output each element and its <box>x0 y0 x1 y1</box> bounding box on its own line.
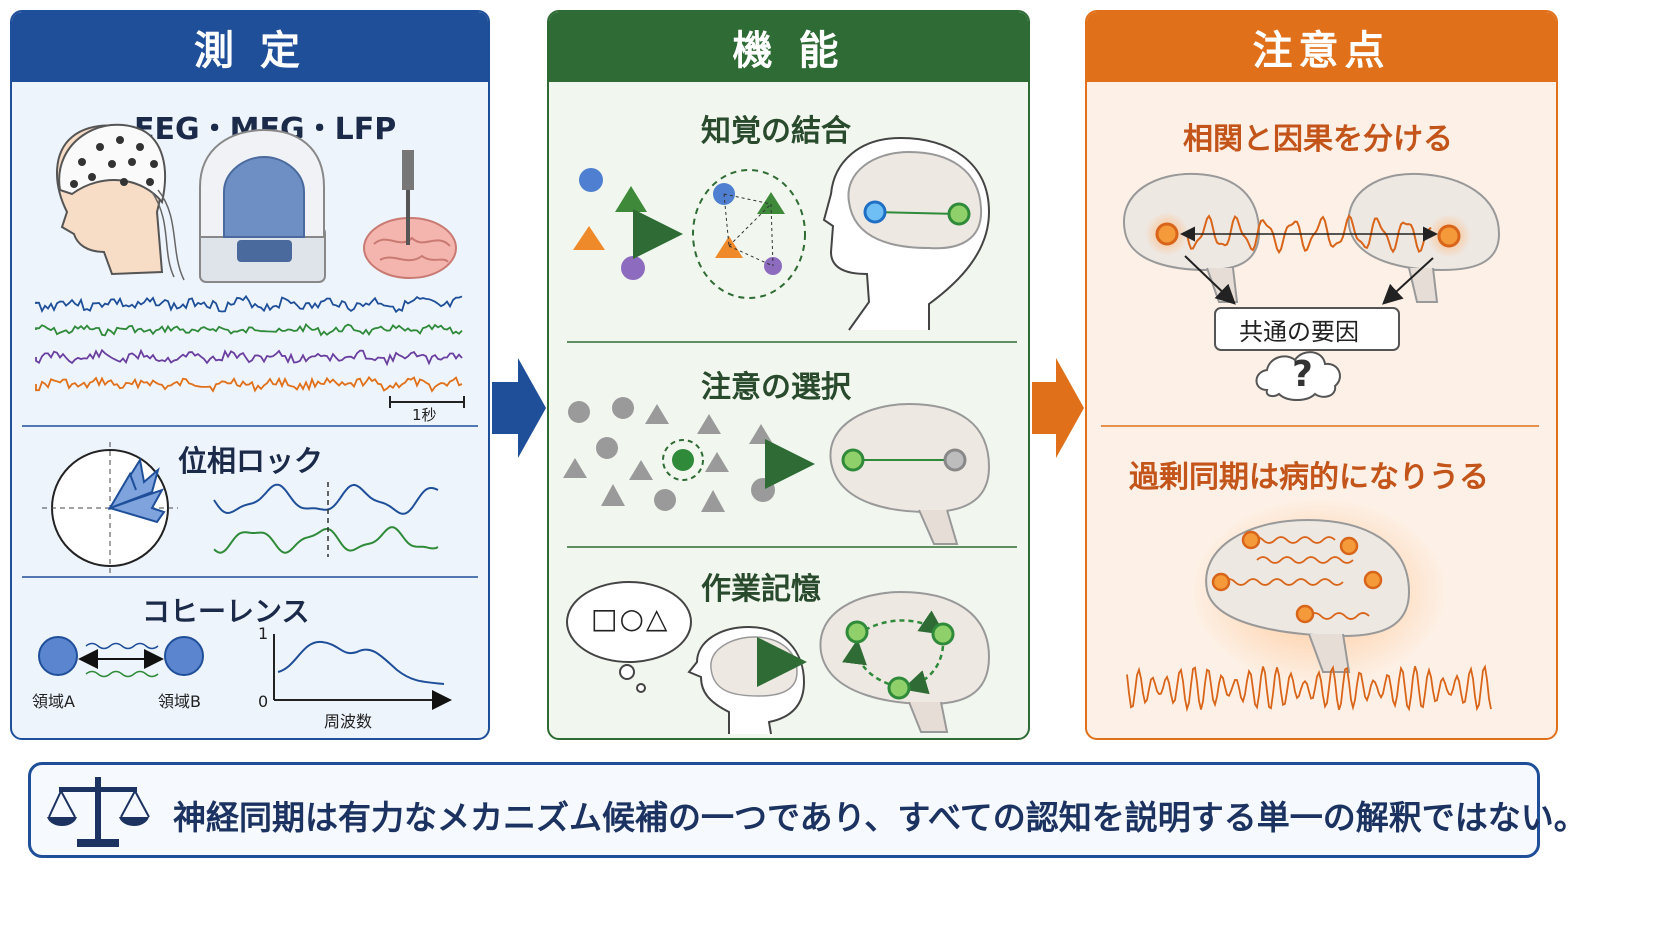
coherence-label: コヒーレンス <box>142 595 310 628</box>
thought-shapes-label: □○△ <box>591 602 670 635</box>
conclusion-banner: 神経同期は有力なメカニズム候補の一つであり、すべての認知を説明する単一の解釈では… <box>28 762 1587 858</box>
arrow-right-icon <box>1032 358 1084 458</box>
time-scale-label: 1秒 <box>412 406 437 424</box>
function-title: 機 能 <box>549 12 1028 82</box>
eeg-trace-orange <box>35 375 463 393</box>
meg-scanner-icon <box>199 128 326 283</box>
common-factor-box <box>1214 307 1400 351</box>
phase-wave-green <box>213 526 439 554</box>
frequency-axis-label: 周波数 <box>324 712 373 731</box>
measurement-illustrations <box>22 123 478 710</box>
axis-zero-label: 0 <box>258 692 269 711</box>
eeg-traces <box>35 294 463 393</box>
function-illustrations <box>563 136 1017 735</box>
region-b-node <box>164 636 204 676</box>
eeg-trace-green <box>35 322 463 337</box>
seizure-wave <box>1126 664 1492 713</box>
head-brain-icon <box>822 136 991 331</box>
hypersync-label: 過剰同期は病的になりうる <box>1129 460 1489 495</box>
region-a-label: 領域A <box>32 692 75 711</box>
perceptual-binding-label: 知覚の結合 <box>701 114 851 149</box>
measurement-title: 測 定 <box>12 12 488 82</box>
phase-lock-label: 位相ロック <box>178 444 324 478</box>
lfp-probe-brain-icon <box>363 150 457 279</box>
question-mark: ? <box>1292 354 1313 395</box>
working-memory-label: 作業記憶 <box>701 572 821 607</box>
brain-memory-loop-icon <box>819 590 991 733</box>
caveats-panel: 注意点 相関と因果を分ける <box>1085 10 1558 740</box>
arrow-right-icon <box>492 358 546 458</box>
attention-selection-label: 注意の選択 <box>701 370 851 405</box>
coherence-curve <box>277 640 445 685</box>
question-cloud-icon <box>1255 351 1341 401</box>
brain-attention-icon <box>829 402 991 545</box>
caveats-title: 注意点 <box>1087 12 1556 82</box>
eeg-cap-head-icon <box>56 123 185 281</box>
measurement-panel: 測 定 EEG・MEG・LFP <box>10 10 490 740</box>
correlation-causation-label: 相関と因果を分ける <box>1183 122 1453 157</box>
region-a-node <box>38 636 78 676</box>
eeg-trace-purple <box>35 348 463 367</box>
thought-bubble-icon <box>566 581 692 693</box>
phase-wave-blue <box>213 483 439 515</box>
correlated-wave <box>1186 214 1432 255</box>
phase-polar-plot <box>42 442 178 574</box>
function-panel: 機 能 知覚の結合 注意の選択 作業記憶 <box>547 10 1030 740</box>
balance-scale-icon <box>47 777 150 847</box>
eeg-trace-blue <box>35 294 463 314</box>
conclusion-text: 神経同期は有力なメカニズム候補の一つであり、すべての認知を説明する単一の解釈では… <box>173 798 1587 837</box>
region-b-label: 領域B <box>158 692 201 711</box>
common-factor-label: 共通の要因 <box>1239 318 1359 346</box>
axis-one-label: 1 <box>258 624 269 643</box>
brain-left-icon <box>1122 172 1261 303</box>
caveats-illustrations <box>1101 172 1539 713</box>
brain-pathological-icon <box>1205 518 1411 673</box>
